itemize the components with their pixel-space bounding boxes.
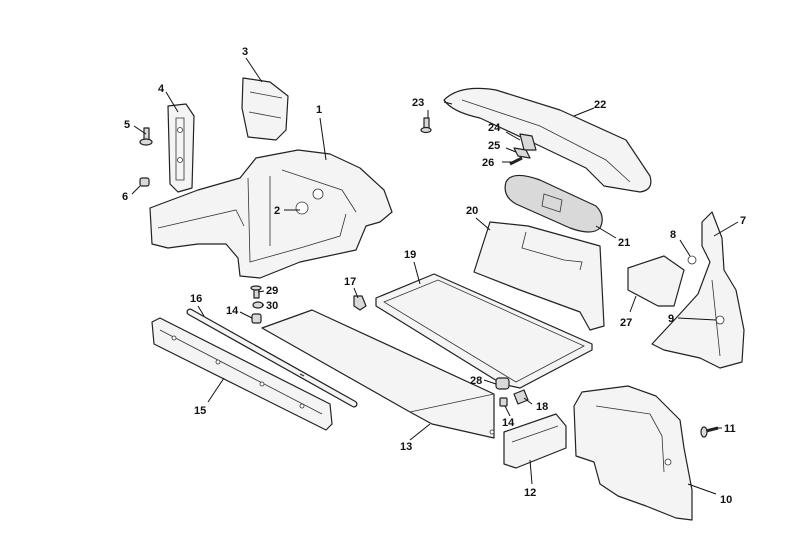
- part-12-bracket-cover: [503, 413, 567, 469]
- callout-6: 6: [122, 191, 128, 203]
- part-4-bracket: [167, 103, 195, 193]
- part-16-rod: [186, 308, 358, 408]
- part-14-clip-left: [251, 313, 262, 324]
- callout-9: 9: [668, 313, 674, 325]
- part-15-sill-plate: [151, 317, 333, 431]
- part-22-cross-member: [443, 87, 652, 193]
- part-25-clip: [513, 147, 531, 159]
- callout-1: 1: [316, 104, 322, 116]
- part-29-screw: [250, 285, 262, 299]
- callout-12: 12: [524, 487, 536, 499]
- callout-11: 11: [724, 423, 736, 435]
- callout-27: 27: [620, 317, 632, 329]
- part-23-bolt: [420, 117, 432, 134]
- callout-3: 3: [242, 46, 248, 58]
- callout-29: 29: [266, 285, 278, 297]
- part-28-bumper: [495, 377, 510, 390]
- callout-24: 24: [488, 122, 501, 134]
- part-20-bulkhead: [473, 221, 605, 331]
- part-27-panel: [627, 255, 685, 307]
- callout-labels: 1 2 3 4 5 6 7 8 9 10 11 12 13 14 14 15 1…: [122, 46, 746, 506]
- part-10-lower-trim: [573, 385, 693, 521]
- callout-30: 30: [266, 300, 278, 312]
- leader-lines: [131, 57, 739, 495]
- callout-5: 5: [124, 119, 130, 131]
- callout-2: 2: [274, 205, 280, 217]
- callout-23: 23: [412, 97, 424, 109]
- callout-26: 26: [482, 157, 494, 169]
- part-26-screw: [509, 156, 523, 166]
- callout-13: 13: [400, 441, 412, 453]
- part-11-screw: [700, 426, 719, 438]
- part-17-clip: [353, 295, 367, 311]
- callout-8: 8: [670, 229, 676, 241]
- part-18-clip: [513, 389, 529, 405]
- part-24-bracket: [519, 133, 537, 151]
- part-14-clip-right: [499, 397, 508, 407]
- callout-19: 19: [404, 249, 416, 261]
- callout-10: 10: [720, 494, 732, 506]
- part-3-panel: [241, 77, 289, 141]
- part-5-bolt: [139, 127, 153, 146]
- callout-7: 7: [740, 215, 746, 227]
- part-30-washer: [252, 301, 264, 309]
- part-1-side-trim: [149, 149, 393, 279]
- callout-21: 21: [618, 237, 630, 249]
- part-6-clip: [139, 177, 150, 187]
- part-19-floor-board: [375, 273, 593, 389]
- callout-25: 25: [488, 140, 500, 152]
- callout-17: 17: [344, 276, 356, 288]
- callout-22: 22: [594, 99, 606, 111]
- callout-16: 16: [190, 293, 202, 305]
- part-13-floor-panel: [261, 309, 495, 439]
- callout-14-left: 14: [226, 305, 239, 317]
- callout-18: 18: [536, 401, 548, 413]
- part-7-right-trim: [651, 211, 745, 369]
- callout-4: 4: [158, 83, 165, 95]
- callout-14-right: 14: [502, 417, 515, 429]
- part-21-foam-block: [504, 174, 603, 233]
- callout-15: 15: [194, 405, 206, 417]
- callout-28: 28: [470, 375, 482, 387]
- callout-20: 20: [466, 205, 478, 217]
